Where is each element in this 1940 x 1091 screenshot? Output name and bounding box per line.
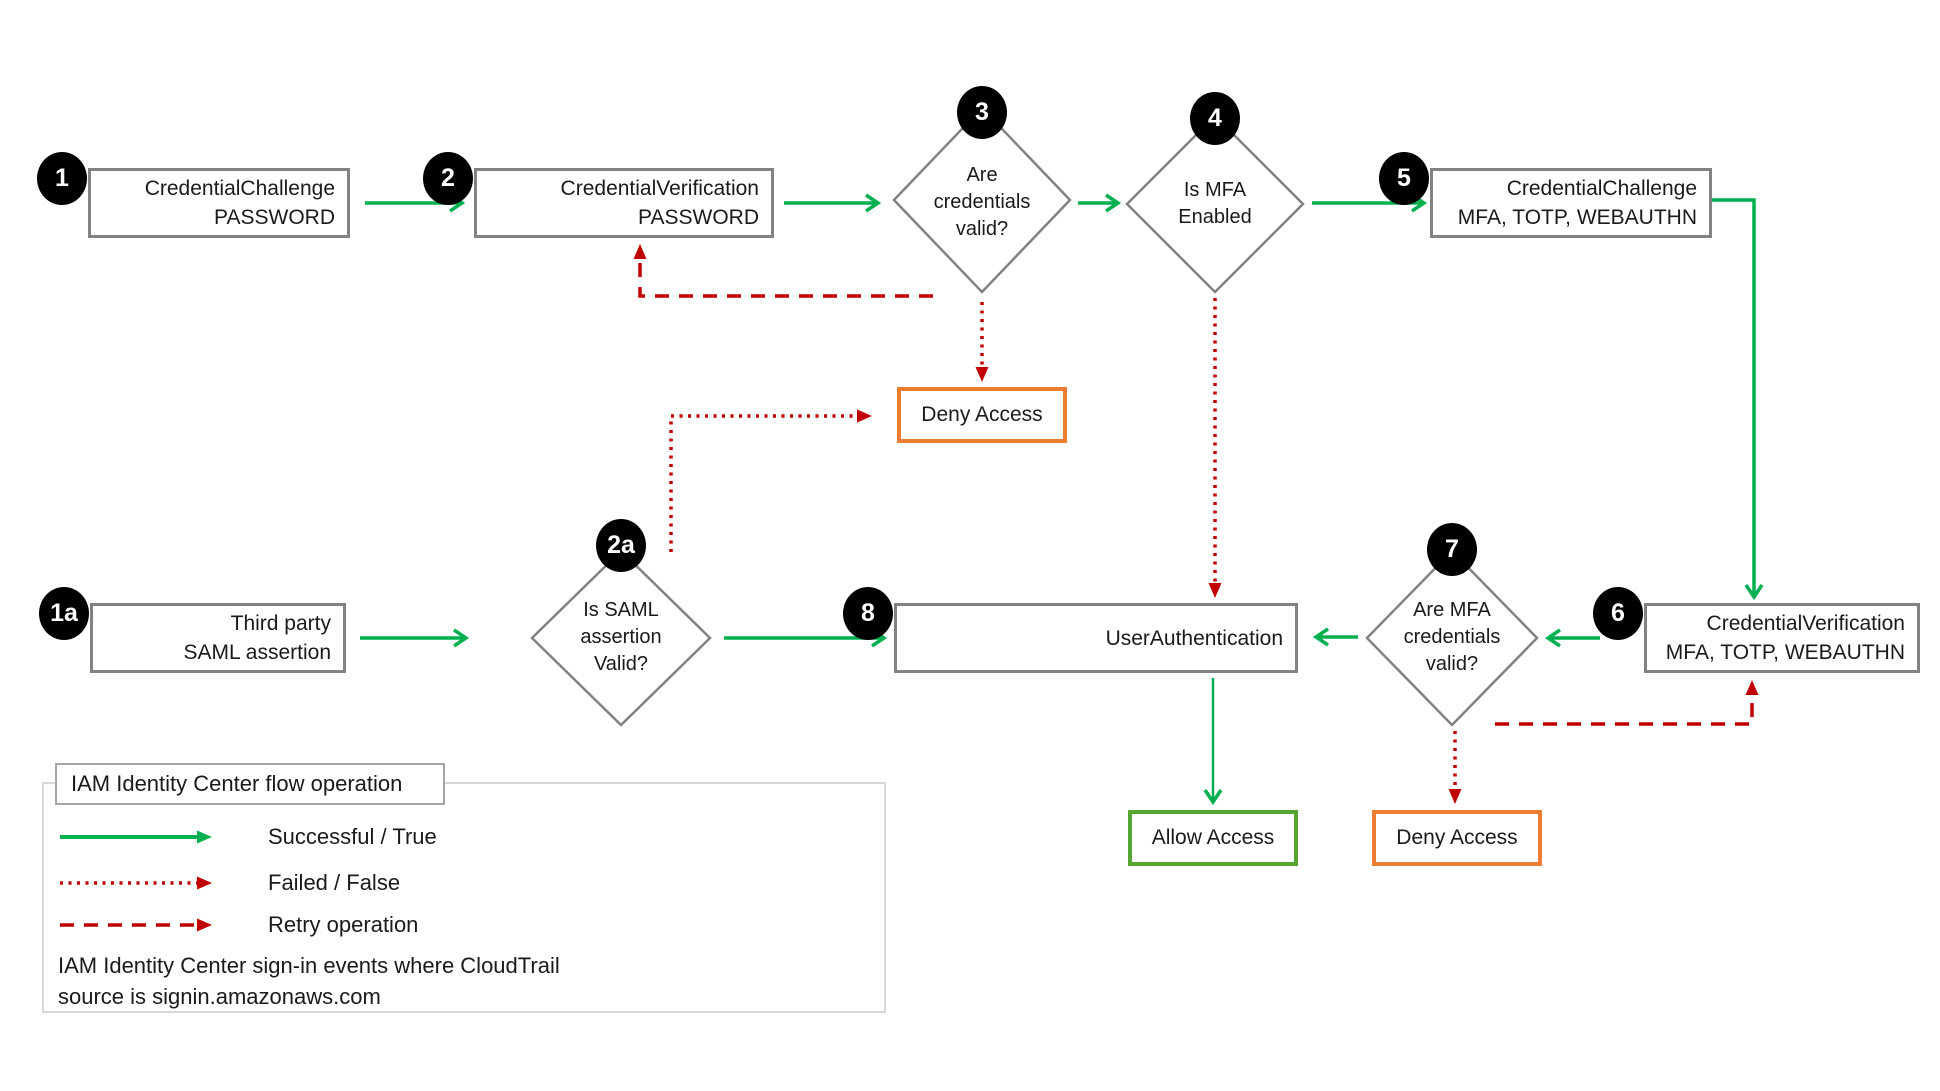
- node-label: MFA, TOTP, WEBAUTHN: [1665, 641, 1905, 664]
- node-label: CredentialChallenge: [144, 177, 335, 200]
- diamond-label: credentials: [1403, 626, 1501, 648]
- node-credential-challenge-mfa: CredentialChallenge MFA, TOTP, WEBAUTHN: [1430, 168, 1712, 238]
- node-credential-challenge-password: CredentialChallenge PASSWORD: [88, 168, 350, 238]
- arrow-retry-7-to-6: [1495, 680, 1759, 726]
- step-badge-5: 5: [1379, 152, 1429, 205]
- deny-access-box-bottom: Deny Access: [1372, 810, 1542, 866]
- node-label: CredentialVerification: [560, 177, 759, 200]
- node-label: PASSWORD: [214, 206, 335, 229]
- step-badge-1: 1: [37, 152, 87, 205]
- legend-item-label: Failed / False: [268, 870, 401, 895]
- diamond-label: Valid?: [593, 653, 649, 675]
- diamond-label: valid?: [1425, 653, 1479, 675]
- diamond-is-saml-valid: [530, 549, 712, 727]
- step-badge-7: 7: [1427, 523, 1477, 576]
- arrow-success-5-to-6: [1712, 198, 1764, 601]
- diamond-label: Is MFA: [1183, 179, 1247, 201]
- deny-access-box-top: Deny Access: [897, 387, 1067, 443]
- step-badge-1a: 1a: [39, 587, 89, 640]
- arrow-fail-2a-to-deny: [669, 409, 872, 552]
- diamond-label: Are MFA: [1413, 599, 1491, 621]
- deny-access-label: Deny Access: [1396, 826, 1518, 849]
- node-third-party-saml: Third party SAML assertion: [90, 603, 346, 673]
- node-label: CredentialChallenge: [1506, 177, 1697, 200]
- allow-access-box: Allow Access: [1128, 810, 1298, 866]
- node-label: PASSWORD: [638, 206, 759, 229]
- legend-item-successful: Successful / True: [268, 823, 437, 851]
- step-badge-4: 4: [1190, 92, 1240, 145]
- legend-title: IAM Identity Center flow operation: [55, 763, 445, 805]
- arrow-retry-3-to-2: [633, 244, 933, 298]
- allow-access-label: Allow Access: [1151, 826, 1275, 849]
- deny-access-label: Deny Access: [921, 403, 1043, 426]
- diamond-are-credentials-valid: [892, 106, 1072, 294]
- legend-item-failed: Failed / False: [268, 869, 400, 897]
- diamond-label: assertion: [580, 626, 662, 648]
- node-label: MFA, TOTP, WEBAUTHN: [1457, 206, 1697, 229]
- node-label: CredentialVerification: [1706, 612, 1905, 635]
- node-credential-verification-mfa: CredentialVerification MFA, TOTP, WEBAUT…: [1644, 603, 1920, 673]
- step-badge-6: 6: [1593, 587, 1643, 640]
- node-label: SAML assertion: [183, 641, 331, 664]
- step-badge-8: 8: [843, 587, 893, 640]
- diamond-label: Are: [966, 164, 998, 186]
- legend-item-label: Successful / True: [268, 824, 437, 849]
- diamond-is-mfa-enabled: [1125, 114, 1305, 294]
- legend-note: IAM Identity Center sign-in events where…: [58, 950, 560, 1012]
- legend-box: [42, 782, 886, 1013]
- legend-note-line-2: source is signin.amazonaws.com: [58, 984, 381, 1009]
- diamond-text-is-saml-valid: Is SAML assertion Valid?: [536, 597, 706, 678]
- node-label: Third party: [230, 612, 331, 635]
- legend-item-retry: Retry operation: [268, 911, 418, 939]
- diamond-label: credentials: [933, 191, 1031, 213]
- step-badge-2a: 2a: [596, 519, 646, 572]
- legend-item-label: Retry operation: [268, 912, 419, 937]
- node-label: UserAuthentication: [1105, 626, 1283, 650]
- step-badge-2: 2: [423, 152, 473, 205]
- diamond-label: valid?: [955, 218, 1009, 240]
- legend-note-line-1: IAM Identity Center sign-in events where…: [58, 953, 560, 978]
- diamond-text-is-mfa-enabled: Is MFA Enabled: [1130, 177, 1300, 231]
- node-user-authentication: UserAuthentication: [894, 603, 1298, 673]
- diamond-are-mfa-credentials-valid: [1365, 549, 1539, 727]
- step-badge-3: 3: [957, 86, 1007, 139]
- node-credential-verification-password: CredentialVerification PASSWORD: [474, 168, 774, 238]
- diamond-label: Is SAML: [583, 599, 659, 621]
- diamond-text-are-credentials-valid: Are credentials valid?: [897, 162, 1067, 243]
- diamond-label: Enabled: [1178, 206, 1252, 228]
- diamond-text-are-mfa-credentials-valid: Are MFA credentials valid?: [1367, 597, 1537, 678]
